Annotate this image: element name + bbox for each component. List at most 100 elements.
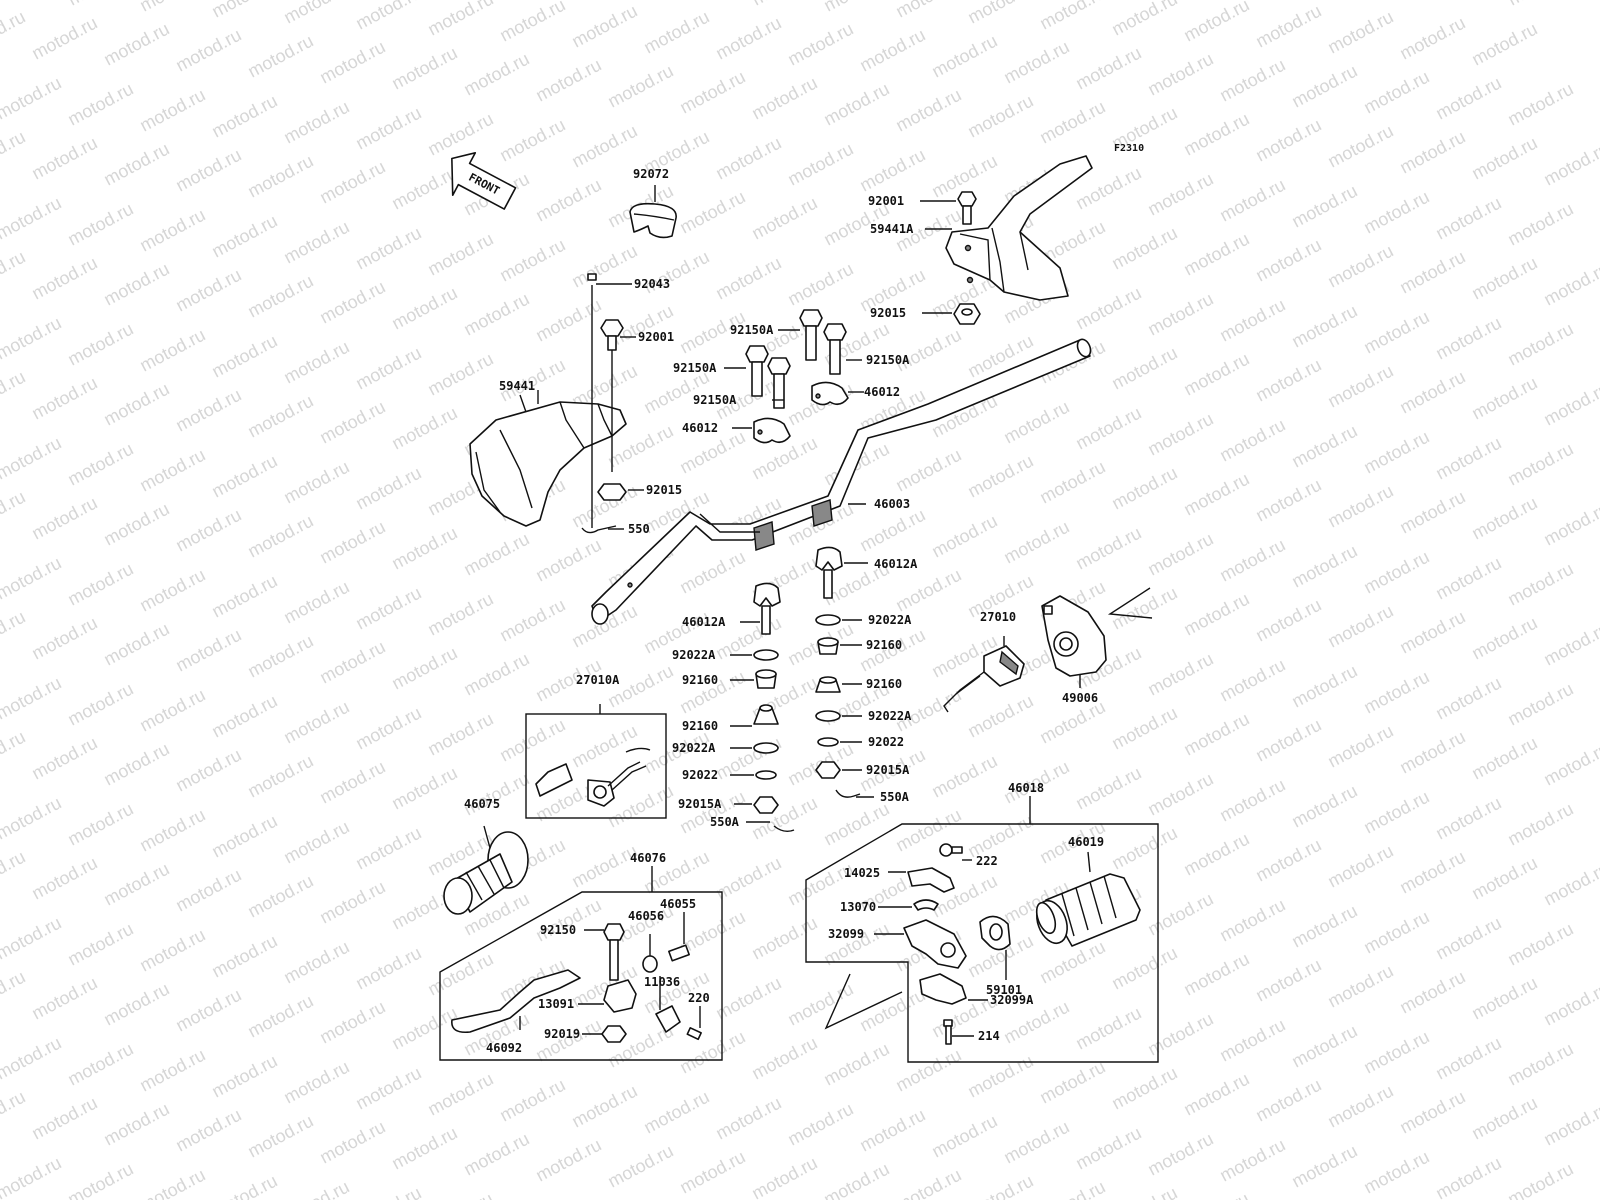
watermark-text: motod.ru [1504,799,1576,850]
watermark-text: motod.ru [1144,529,1216,580]
watermark-text: motod.ru [1324,481,1396,532]
watermark-text: motod.ru [964,1051,1036,1102]
watermark-text: motod.ru [1504,1159,1576,1200]
watermark-text: motod.ru [280,337,352,388]
watermark-text: motod.ru [1144,649,1216,700]
watermark-text: motod.ru [64,919,136,970]
watermark-text: motod.ru [388,643,460,694]
watermark-text: motod.ru [892,565,964,616]
watermark-text: motod.ru [1540,379,1600,430]
watermark-text: motod.ru [964,91,1036,142]
watermark-text: motod.ru [28,973,100,1024]
watermark-text: motod.ru [1144,889,1216,940]
part-label-59101: 59101 [986,983,1022,997]
watermark-text: motod.ru [1396,127,1468,178]
watermark-text: motod.ru [316,37,388,88]
watermark-text: motod.ru [784,1099,856,1150]
watermark-text: motod.ru [316,997,388,1048]
watermark-text: motod.ru [1252,955,1324,1006]
part-92022-washer-r [817,737,862,747]
watermark-text: motod.ru [172,25,244,76]
watermark-text: motod.ru [388,163,460,214]
watermark-text: motod.ru [0,487,29,538]
watermark-text: motod.ru [820,1159,892,1200]
watermark-text: motod.ru [1288,541,1360,592]
watermark-text: motod.ru [280,97,352,148]
watermark-text: motod.ru [1288,421,1360,472]
watermark-text: motod.ru [712,973,784,1024]
watermark-text: motod.ru [676,787,748,838]
watermark-text: motod.ru [748,73,820,124]
watermark-text: motod.ru [136,1045,208,1096]
part-label-550a-r: 550A [880,790,910,804]
watermark-text: motod.ru [1180,1069,1252,1120]
watermark-text: motod.ru [1540,619,1600,670]
watermark-text: motod.ru [1252,1075,1324,1126]
part-label-92019: 92019 [544,1027,580,1041]
watermark-text: motod.ru [316,637,388,688]
watermark-text: motod.ru [1504,679,1576,730]
watermark-text: motod.ru [1180,349,1252,400]
watermark-text: motod.ru [388,763,460,814]
watermark-text: motod.ru [64,1159,136,1200]
watermark-text: motod.ru [1216,55,1288,106]
part-92022A-washer-l2 [730,742,779,754]
watermark-text: motod.ru [352,1183,424,1200]
watermark-text: motod.ru [532,295,604,346]
watermark-text: motod.ru [712,853,784,904]
watermark-text: motod.ru [712,13,784,64]
watermark-text: motod.ru [316,397,388,448]
watermark-text: motod.ru [280,577,352,628]
watermark-text: motod.ru [1036,1057,1108,1108]
part-label-92015-guard-r: 92015 [870,306,906,320]
watermark-text: motod.ru [136,805,208,856]
part-label-92022a-r1: 92022A [868,613,912,627]
watermark-text: motod.ru [172,505,244,556]
watermark-text: motod.ru [1216,295,1288,346]
watermark-text: motod.ru [856,145,928,196]
watermark-text: motod.ru [1324,601,1396,652]
watermark-text: motod.ru [1144,49,1216,100]
watermark-text: motod.ru [1288,61,1360,112]
box-46018 [805,823,1159,1063]
watermark-text: motod.ru [424,229,496,280]
watermark-text: motod.ru [568,841,640,892]
watermark-text: motod.ru [208,811,280,862]
part-label-13070: 13070 [840,900,876,914]
part-49006-throttle-housing [1041,595,1107,688]
part-32099A-case-lower [919,973,988,1005]
watermark-text: motod.ru [172,145,244,196]
watermark-text: motod.ru [208,931,280,982]
watermark-text: motod.ru [1468,733,1540,784]
part-label-92160-l1: 92160 [682,673,718,687]
part-92160-damper-l1 [730,669,777,689]
watermark-text: motod.ru [1360,307,1432,358]
watermark-text: motod.ru [676,67,748,118]
watermark-text: motod.ru [1036,97,1108,148]
part-label-46055: 46055 [660,897,696,911]
part-label-92150: 92150 [540,923,576,937]
watermark-text: motod.ru [1072,523,1144,574]
watermark-text: motod.ru [892,445,964,496]
watermark-text: motod.ru [1432,913,1504,964]
watermark-text: motod.ru [1108,0,1180,40]
watermark-text: motod.ru [136,565,208,616]
watermark-text: motod.ru [676,547,748,598]
watermark-text: motod.ru [172,745,244,796]
watermark-text: motod.ru [820,1039,892,1090]
watermark-text: motod.ru [424,109,496,160]
watermark-text: motod.ru [1324,841,1396,892]
watermark-text: motod.ru [316,1117,388,1168]
part-59101-clamp [979,915,1011,980]
watermark-text: motod.ru [1468,373,1540,424]
watermark-text: motod.ru [820,79,892,130]
watermark-text: motod.ru [1108,463,1180,514]
part-550A-pin-r [835,789,874,798]
watermark-text: motod.ru [136,1165,208,1200]
watermark-text: motod.ru [0,793,65,844]
watermark-text: motod.ru [316,157,388,208]
part-label-92022-r: 92022 [868,735,904,749]
watermark-text: motod.ru [352,463,424,514]
part-92150-bolt-lever [584,923,625,981]
watermark-text: motod.ru [1252,475,1324,526]
